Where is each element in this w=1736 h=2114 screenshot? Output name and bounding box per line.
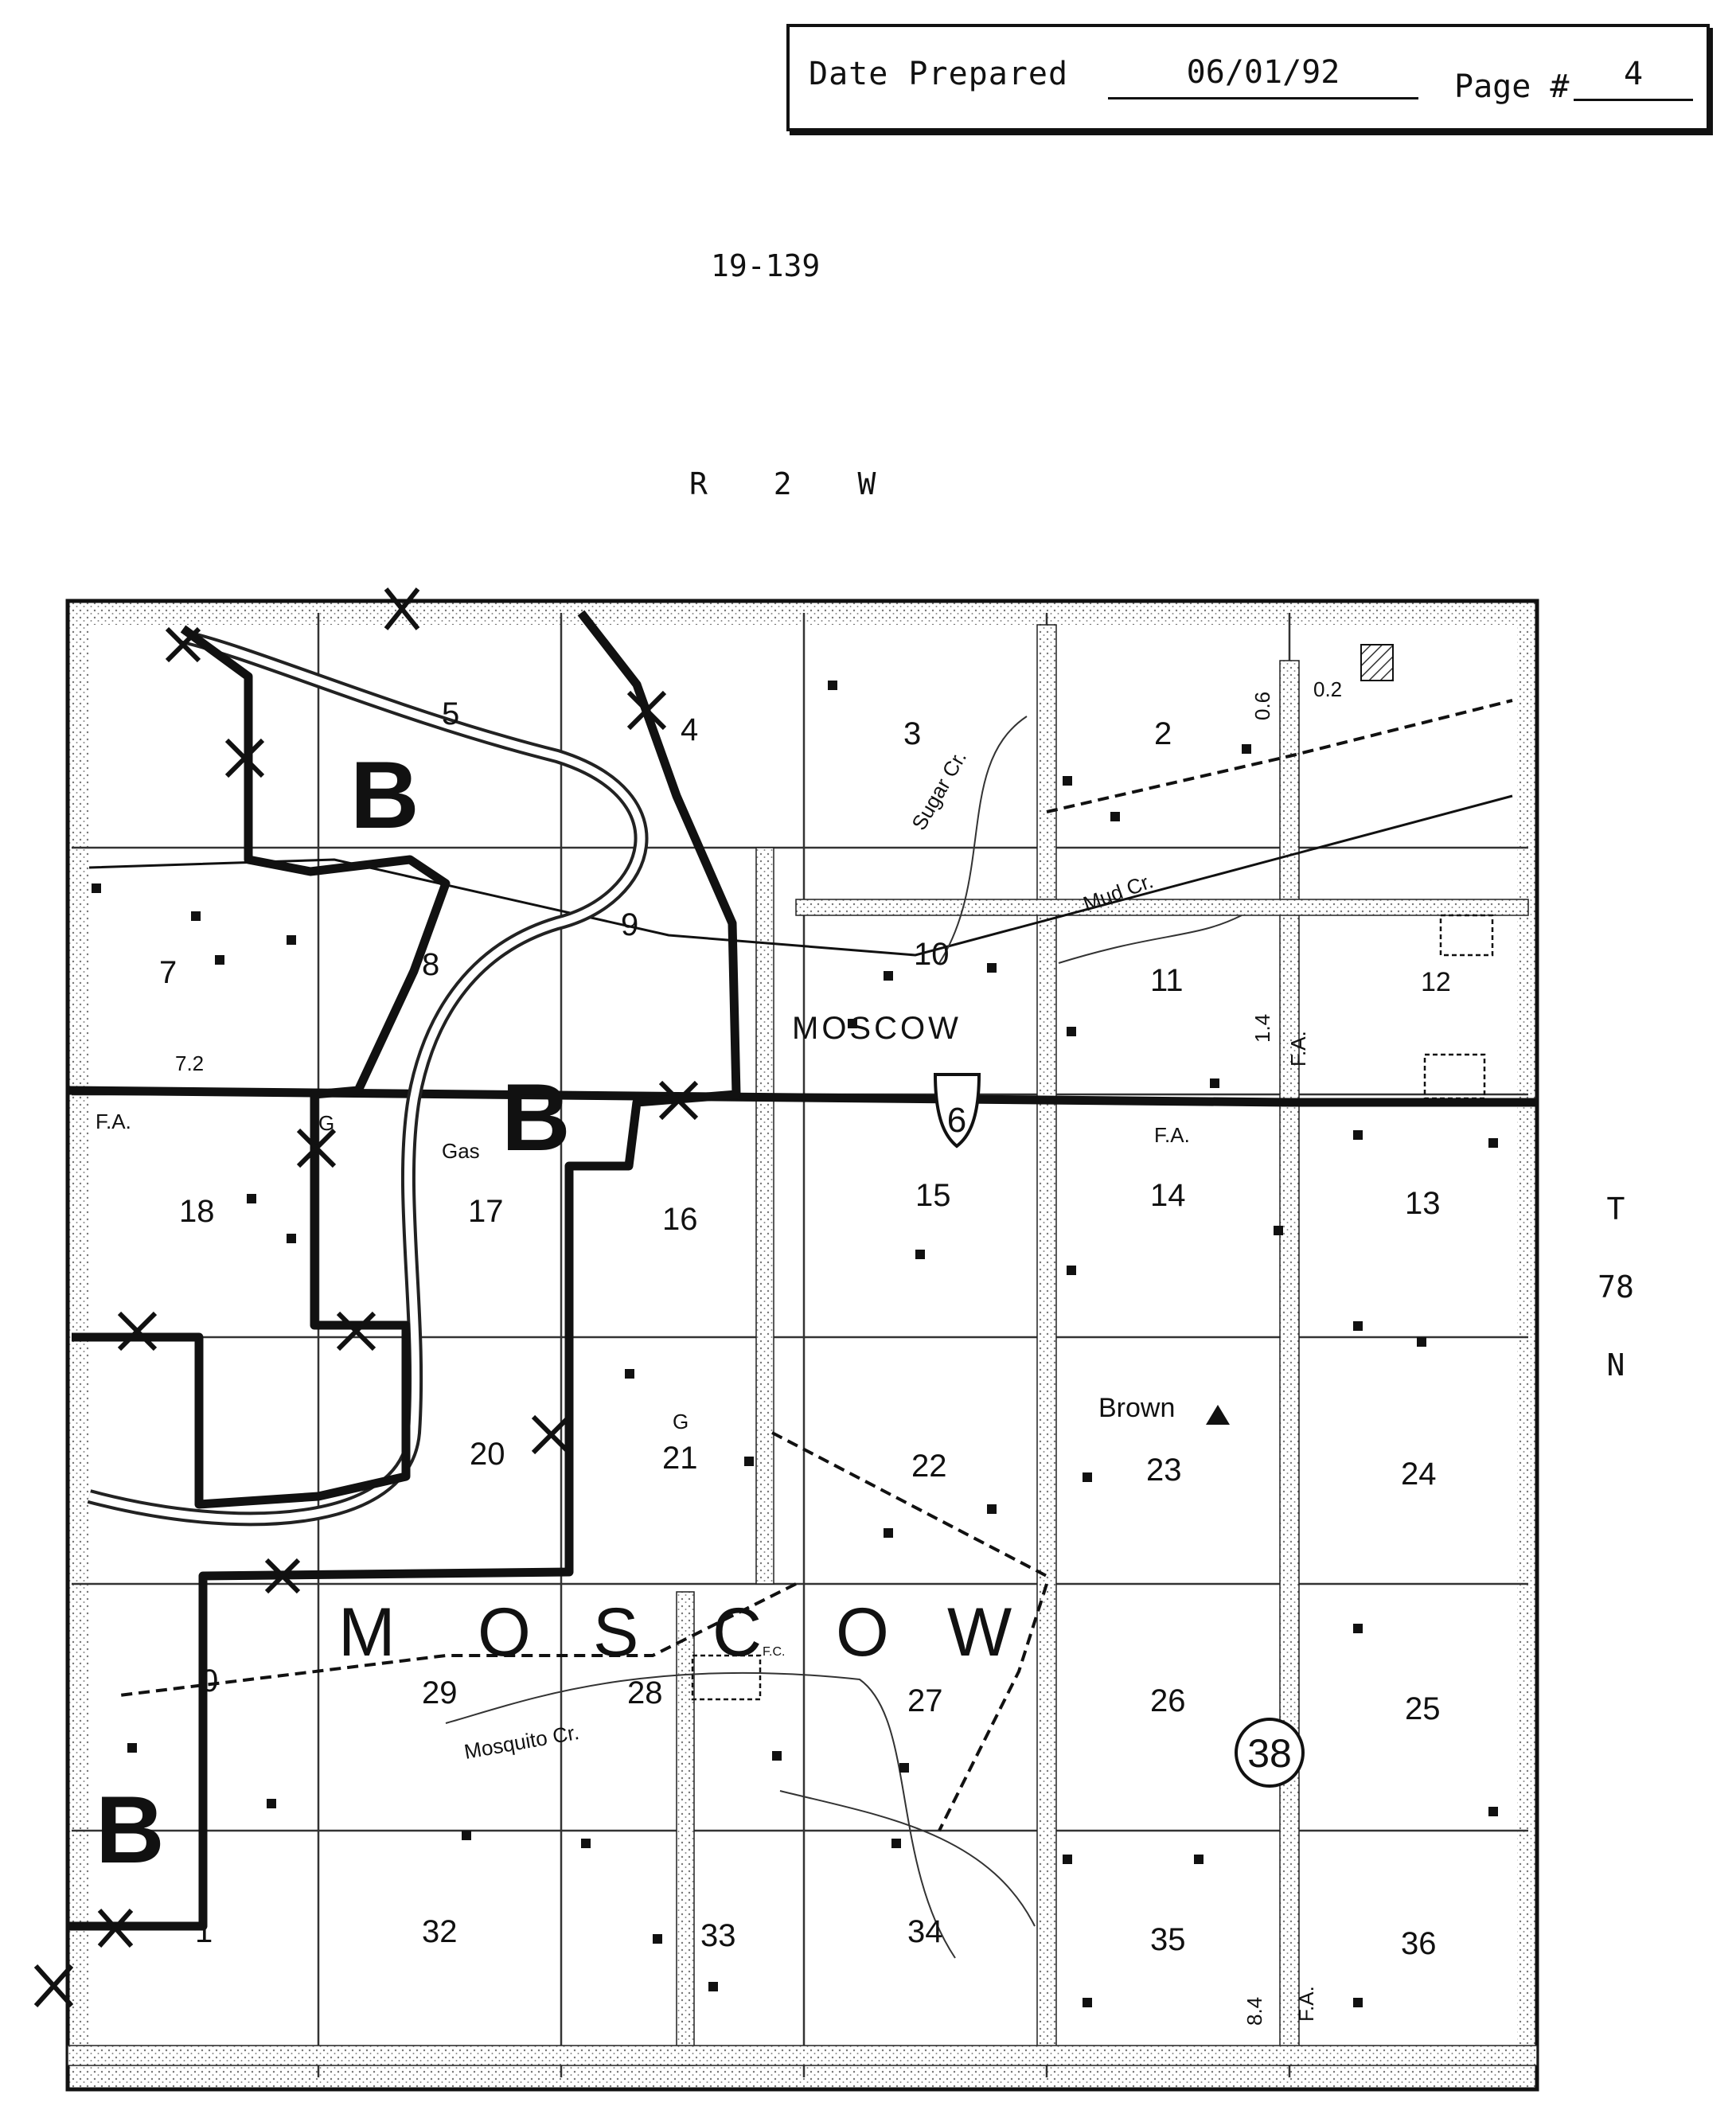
triangle-landmark-icon: [1206, 1405, 1230, 1425]
farmsteads: [92, 681, 1498, 2007]
page-number-label: Page #: [1454, 68, 1570, 105]
section-label: 22: [911, 1449, 947, 1484]
mileage-label: 0.2: [1313, 677, 1342, 701]
section-label: 27: [907, 1683, 943, 1718]
date-prepared-value: 06/01/92: [1108, 54, 1418, 99]
secondary-roads: [119, 699, 1513, 1831]
section-label: 7: [159, 955, 177, 990]
section-label: 25: [1405, 1691, 1441, 1726]
section-label: 17: [468, 1194, 504, 1229]
section-label: 21: [662, 1441, 698, 1476]
page-number-value: 4: [1574, 56, 1693, 101]
date-prepared-label: Date Prepared: [809, 56, 1069, 92]
highway-us-6: [67, 1086, 1537, 1107]
section-label: 32: [422, 1914, 458, 1949]
gas-marker-label: G: [673, 1410, 689, 1433]
road-label-fa: F.A.: [1294, 1986, 1318, 2022]
section-label: 36: [1401, 1926, 1437, 1961]
us-route-shield: 6: [933, 1073, 981, 1149]
section-label: 13: [1405, 1186, 1441, 1221]
header-box: Date Prepared 06/01/92 Page # 4: [786, 24, 1710, 131]
section-label: 23: [1146, 1453, 1182, 1488]
township-label: T 78 N: [1584, 1170, 1648, 1404]
section-label: 0: [201, 1664, 218, 1699]
section-label: 8: [422, 947, 439, 982]
section-label: 29: [422, 1675, 458, 1710]
township-name-letter-5: O: [836, 1594, 889, 1671]
township-letter-n: N: [1606, 1348, 1625, 1383]
us-route-number: 6: [947, 1101, 966, 1140]
township-name-letter-1: M: [338, 1594, 396, 1671]
zone-letter-3: B: [96, 1777, 165, 1883]
section-label: 18: [179, 1194, 215, 1229]
township-name: M O S C O W: [338, 1594, 1012, 1671]
pipeline-label: Gas: [442, 1139, 480, 1163]
section-label: 28: [627, 1675, 663, 1710]
township-number: 78: [1598, 1270, 1634, 1305]
section-label: 10: [914, 937, 950, 972]
state-route-number: 38: [1247, 1731, 1292, 1776]
town-label: MOSCOW: [792, 1011, 962, 1046]
mileage-label: 7.2: [175, 1051, 204, 1075]
section-label: 16: [662, 1202, 698, 1237]
boundary-markers: [33, 587, 699, 2008]
state-route-marker: 38: [1235, 1718, 1305, 1788]
section-label: 15: [915, 1178, 951, 1213]
town-block: [1360, 644, 1394, 681]
section-label: 20: [470, 1437, 505, 1472]
section-label: 34: [907, 1914, 943, 1949]
mileage-label: 8.4: [1243, 1997, 1266, 2026]
road-strips: [67, 624, 1538, 2066]
township-name-letter-4: C: [712, 1594, 762, 1671]
section-label: 26: [1150, 1683, 1186, 1718]
township-name-letter-2: O: [478, 1594, 531, 1671]
landmark-label: Brown: [1098, 1393, 1175, 1423]
section-numbers: 2 3 4 5 7 8 9 10 11 12 13 14 15 16 17 18…: [159, 696, 1451, 1961]
section-label: 24: [1401, 1457, 1437, 1492]
mileage-label: 1.4: [1250, 1014, 1274, 1043]
township-name-letter-3: S: [593, 1594, 638, 1671]
section-label: 11: [1150, 963, 1184, 998]
section-label: 12: [1421, 967, 1451, 997]
section-label: 35: [1150, 1922, 1186, 1957]
section-label: 1: [195, 1914, 213, 1949]
zone-letter-2: B: [501, 1064, 571, 1171]
mileage-label: 0.6: [1250, 692, 1274, 720]
road-label-fa: F.A.: [1286, 1031, 1310, 1067]
section-label: 14: [1150, 1178, 1186, 1213]
document-id: 19-139: [711, 248, 821, 283]
boundary-b-line: [68, 610, 741, 1931]
creeks: [445, 716, 1243, 1959]
church-symbols: [691, 914, 1494, 1701]
section-label: 33: [700, 1918, 736, 1953]
road-label-fa: F.A.: [1154, 1123, 1190, 1147]
section-label: 9: [621, 907, 638, 942]
township-name-letter-6: W: [947, 1594, 1012, 1671]
zone-letters: B B B: [96, 742, 571, 1883]
section-label: 3: [903, 716, 921, 751]
zone-letter-1: B: [350, 742, 419, 848]
section-label: 2: [1154, 716, 1172, 751]
road-label-fa: F.A.: [96, 1110, 131, 1133]
township-letter-t: T: [1606, 1192, 1625, 1227]
section-label: 4: [681, 712, 698, 747]
range-label: R 2 W: [689, 466, 900, 501]
section-label: 5: [442, 696, 459, 731]
small-label: F.C.: [763, 1645, 785, 1659]
gas-marker-label: G: [318, 1111, 334, 1135]
